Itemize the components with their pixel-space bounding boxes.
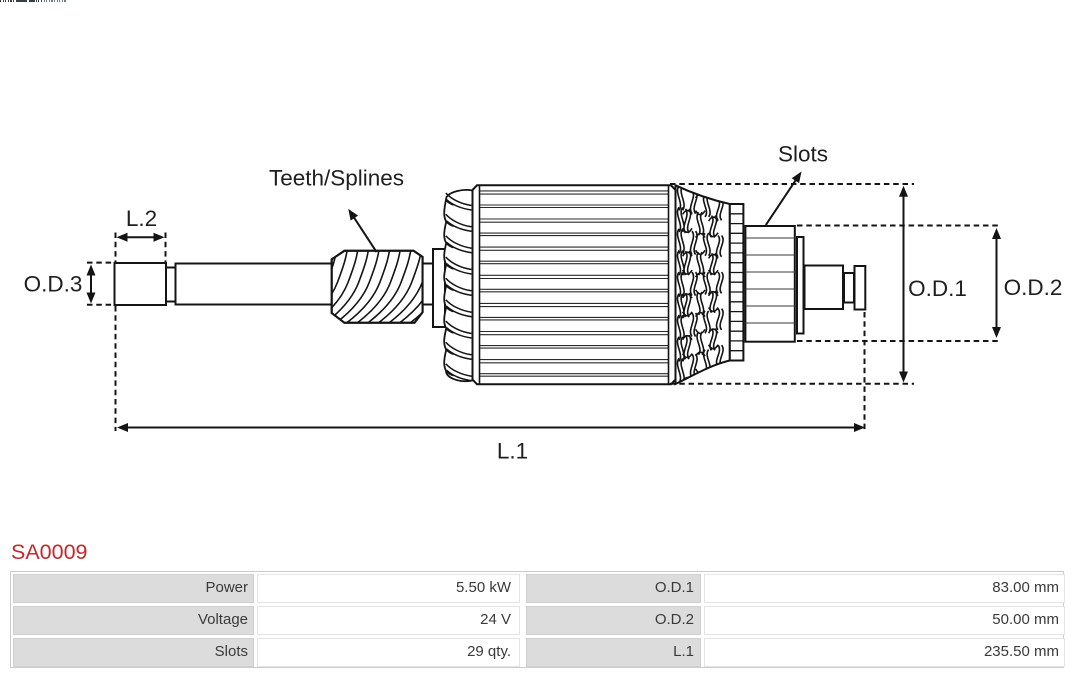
svg-text:L.2: L.2: [126, 206, 157, 231]
svg-text:O.D.3: O.D.3: [24, 271, 83, 296]
svg-text:O.D.2: O.D.2: [1004, 275, 1063, 300]
svg-text:O.D.1: O.D.1: [908, 276, 967, 301]
svg-text:Slots: Slots: [778, 142, 828, 167]
svg-text:L.1: L.1: [497, 439, 528, 464]
svg-text:Teeth/Splines: Teeth/Splines: [269, 166, 404, 191]
